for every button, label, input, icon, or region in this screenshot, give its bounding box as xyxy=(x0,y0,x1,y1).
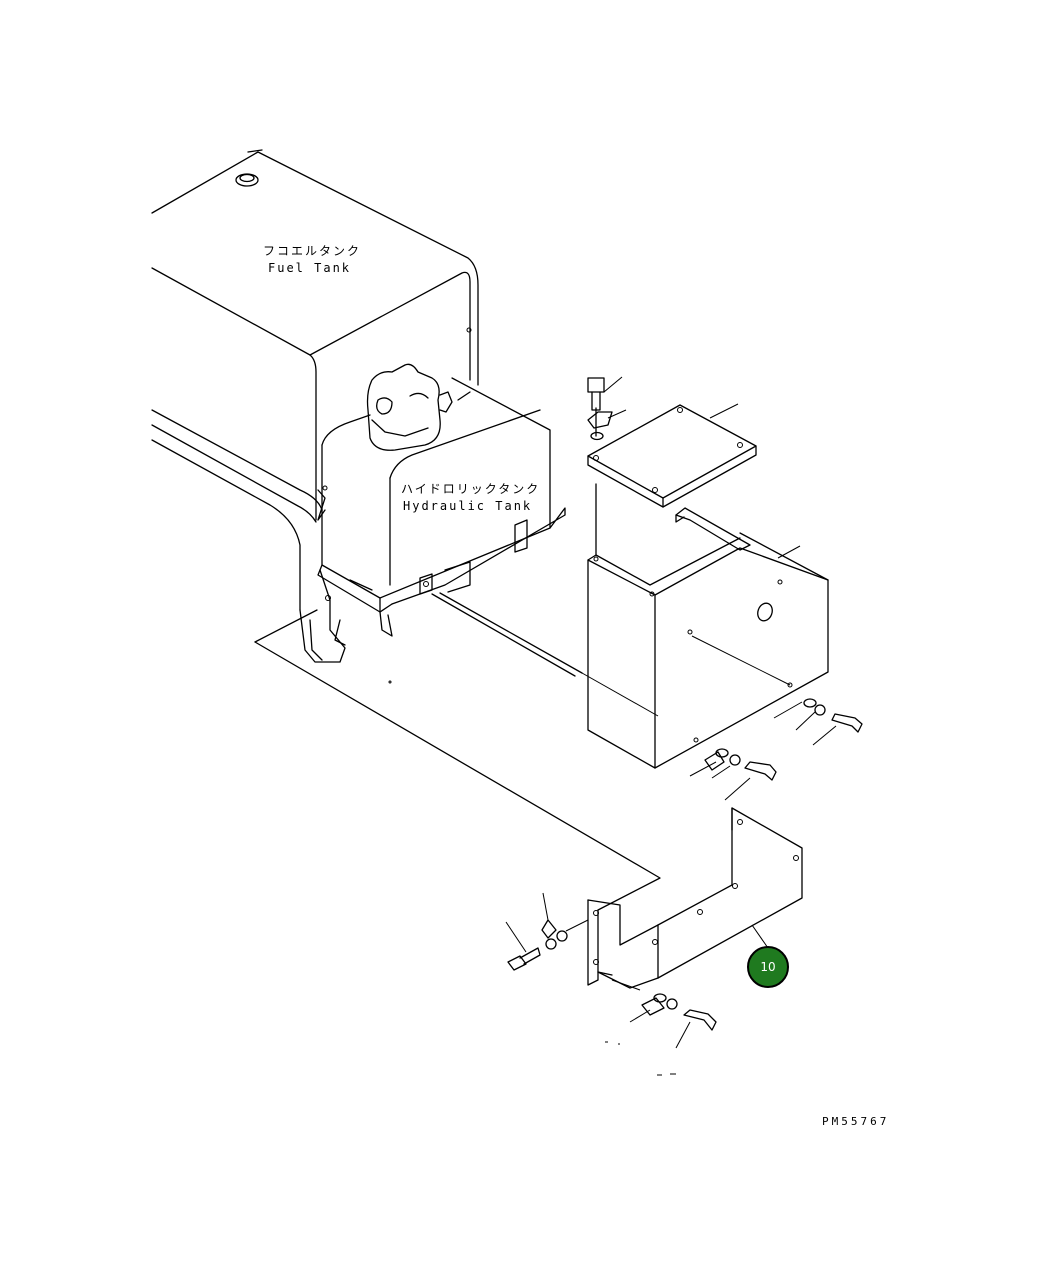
frame-lines xyxy=(254,592,661,911)
bracket-part-10 xyxy=(587,807,803,989)
drawing-number: PM55767 xyxy=(822,1115,890,1128)
hydraulic-tank-label-jp: ハイドロリックタンク xyxy=(401,482,541,496)
fuel-tank-outline xyxy=(151,149,479,663)
fuel-tank-label-en: Fuel Tank xyxy=(268,261,352,275)
cover-plate xyxy=(587,403,757,508)
hydraulic-tank-label-en: Hydraulic Tank xyxy=(403,499,533,513)
fuel-tank-label-jp: フコエルタンク xyxy=(263,244,362,258)
box-housing xyxy=(581,483,829,769)
part-callout-10[interactable]: 10 xyxy=(747,946,789,988)
fasteners xyxy=(505,376,863,1076)
hydraulic-tank-outline xyxy=(317,363,566,637)
